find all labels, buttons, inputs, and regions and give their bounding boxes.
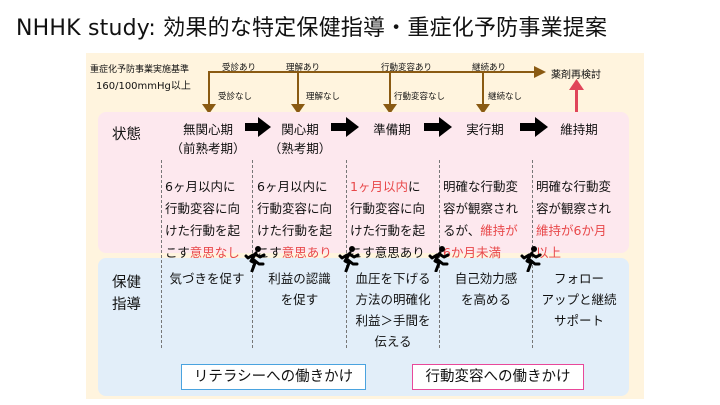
flow-label-visit-no: 受診なし	[218, 92, 253, 102]
drop-arrow-icon	[202, 104, 216, 114]
stage-arrow-icon	[424, 117, 452, 137]
state-heading: 状態	[112, 127, 141, 143]
stage-name-action: 実行期	[466, 122, 504, 137]
stage-arrow-icon	[331, 117, 359, 137]
flow-label-change-no: 行動変容なし	[394, 92, 446, 102]
behavior-change-approach-box: 行動変容への働きかけ	[412, 364, 584, 390]
drug-review-arrow-icon	[569, 79, 584, 90]
criteria-threshold: 160/100mmHg以上	[96, 81, 191, 92]
literacy-approach-box: リテラシーへの働きかけ	[181, 364, 366, 390]
guidance-action-4: 自己効力感 を高める	[454, 271, 518, 307]
running-person-icon	[428, 246, 450, 272]
guidance-heading-line2: 指導	[112, 297, 141, 313]
drop-line-1	[208, 71, 210, 109]
criteria-label: 重症化予防事業実施基準	[90, 65, 190, 75]
flow-label-continue-no: 継続なし	[488, 92, 523, 102]
stage-name-preparation: 準備期	[373, 122, 411, 137]
stage-description-1: 6ヶ月以内に 行動変容に向 けた行動を起 こす意思なし	[165, 179, 241, 260]
drop-arrow-icon	[291, 104, 305, 114]
stage-description-2: 6ヶ月以内に 行動変容に向 けた行動を起 こす意思あり	[257, 179, 333, 260]
stage-name-precontemplation: 無関心期	[182, 122, 233, 137]
drop-line-3	[389, 71, 391, 109]
stage-description-5: 明確な行動変 容が観察され 維持が6か月 以上	[536, 179, 612, 260]
guidance-action-5: フォロー アップと継続 サポート	[541, 271, 617, 328]
drug-review-line	[575, 88, 578, 112]
flow-main-line	[208, 71, 540, 73]
stage-description-3: 1ヶ月以内に 行動変容に向 けた行動を起 こす意思あり	[350, 179, 426, 260]
flow-label-change-yes: 行動変容あり	[381, 63, 433, 73]
guidance-action-2: 利益の認識 を促す	[268, 271, 331, 307]
running-person-icon	[338, 246, 360, 272]
running-person-icon	[244, 246, 266, 272]
stage-sub-precontemplation: （前熟考期）	[170, 141, 246, 156]
flow-label-drug-review: 薬剤再検討	[551, 70, 601, 81]
flow-label-visit-yes: 受診あり	[222, 63, 257, 73]
stage-name-maintenance: 維持期	[560, 122, 598, 137]
guidance-action-1: 気づきを促す	[169, 271, 245, 286]
flow-arrowhead-icon	[534, 66, 546, 78]
flow-label-understand-no: 理解なし	[306, 92, 341, 102]
guidance-heading-line1: 保健	[112, 275, 141, 291]
column-divider	[161, 160, 162, 348]
flow-label-continue-yes: 継続あり	[472, 63, 507, 73]
guidance-action-3: 血圧を下げる 方法の明確化 利益＞手間を 伝える	[355, 271, 431, 349]
flow-label-understand-yes: 理解あり	[286, 63, 321, 73]
slide-title: NHHK study: 効果的な特定保健指導・重症化予防事業提案	[16, 16, 608, 41]
stage-description-4: 明確な行動変 容が観察され るが、維持が 6か月未満	[443, 179, 519, 260]
state-panel	[98, 112, 629, 253]
stage-arrow-icon	[520, 117, 548, 137]
drop-line-2	[297, 71, 299, 109]
running-person-icon	[520, 246, 542, 272]
drop-arrow-icon	[383, 104, 397, 114]
stage-sub-contemplation: （熟考期）	[268, 141, 332, 156]
stage-arrow-icon	[245, 117, 271, 137]
drop-line-4	[482, 71, 484, 109]
drop-arrow-icon	[476, 104, 490, 114]
stage-name-contemplation: 関心期	[281, 122, 319, 137]
